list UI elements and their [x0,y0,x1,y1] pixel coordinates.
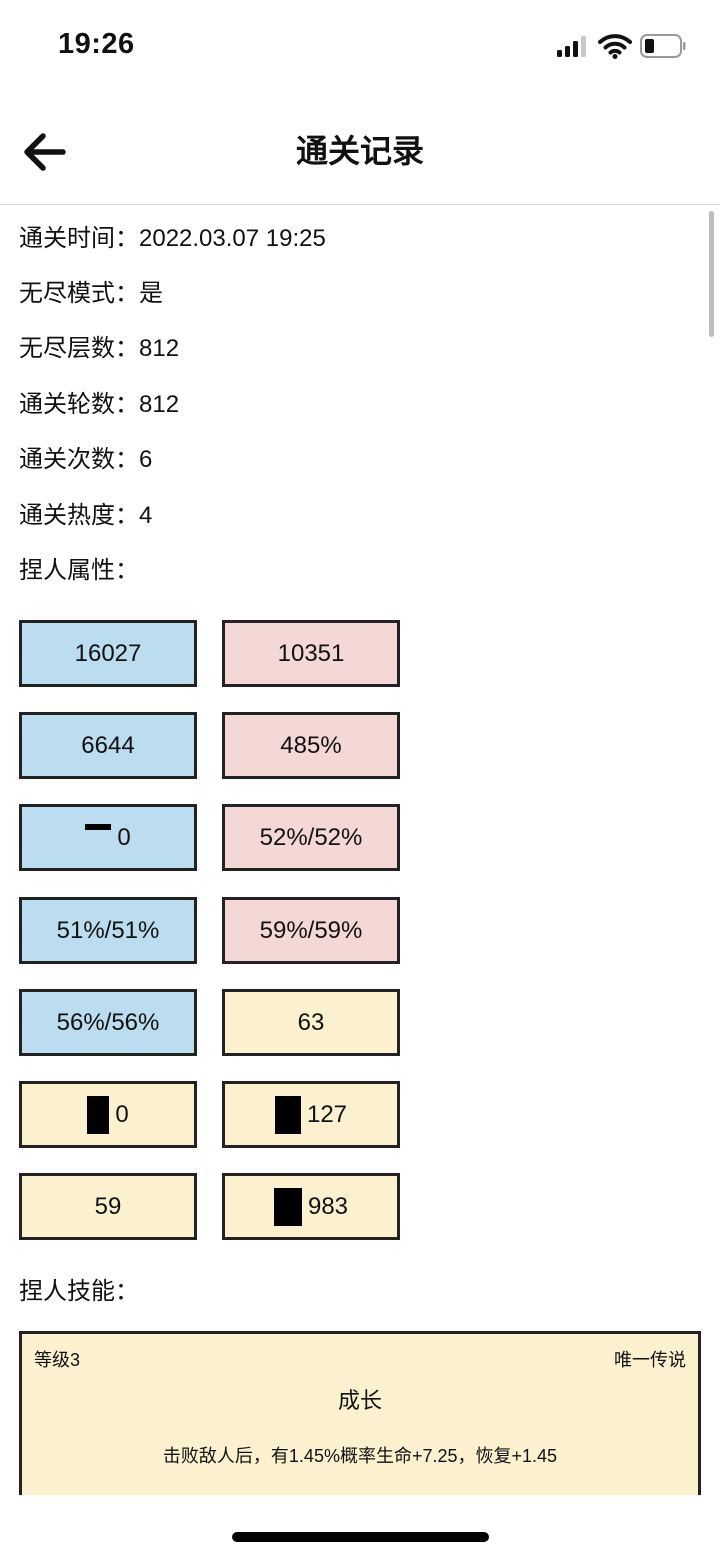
attributes-heading: 捏人属性： [19,557,139,584]
skills-heading: 捏人技能： [19,1278,139,1305]
attribute-value: 52%/52% [259,823,363,851]
info-value: 4 [139,502,153,529]
home-indicator[interactable] [232,1532,489,1542]
attribute-box: 0 [19,1081,197,1148]
attribute-box: 63 [222,989,400,1056]
attribute-box: 56%/56% [19,989,197,1056]
info-label: 通关热度： [19,502,139,529]
navigation-bar: 通关记录 [0,92,720,205]
attribute-icon [85,823,112,830]
info-row-endless-mode: 无尽模式：是 [19,277,163,311]
attribute-icon [274,1095,301,1134]
skill-level: 等级3 [34,1350,81,1370]
battery-icon [640,34,686,58]
skill-rarity: 唯一传说 [614,1350,686,1370]
attribute-value: 0 [115,1100,129,1128]
back-arrow-icon [24,133,66,171]
attribute-box: 127 [222,1081,400,1148]
attribute-value: 983 [307,1192,349,1220]
attribute-value: 0 [117,823,131,851]
info-label: 通关次数： [19,446,139,473]
attribute-value: 59%/59% [259,916,363,944]
attribute-value: 127 [306,1100,348,1128]
info-value: 6 [139,446,153,473]
attribute-value: 56%/56% [56,1008,160,1036]
info-row-endless-floors: 无尽层数：812 [19,332,179,366]
info-value: 812 [139,335,180,362]
skill-card: 等级3 唯一传说 成长 击败敌人后，有1.45%概率生命+7.25，恢复+1.4… [19,1331,701,1495]
attribute-box: 6644 [19,712,197,779]
attribute-value: 63 [297,1008,325,1036]
scrollbar[interactable] [709,211,714,337]
attribute-icon [87,1095,110,1134]
record-content[interactable]: 通关时间：2022.03.07 19:25 无尽模式：是 无尽层数：812 通关… [0,205,720,1495]
attribute-box: 10351 [222,620,400,687]
attribute-value: 485% [280,731,342,759]
info-label: 通关轮数： [19,391,139,418]
info-label: 无尽模式： [19,280,139,307]
attribute-value: 6644 [81,731,135,759]
attribute-box: 51%/51% [19,897,197,964]
info-label: 无尽层数： [19,335,139,362]
back-button[interactable] [14,122,74,182]
info-row-clear-count: 通关次数：6 [19,443,152,477]
cellular-signal-icon [557,35,587,57]
info-label: 通关时间： [19,225,139,252]
info-value: 是 [139,280,163,307]
attribute-box: 52%/52% [222,804,400,871]
page-title: 通关记录 [295,133,424,169]
info-row-clear-time: 通关时间：2022.03.07 19:25 [19,222,326,256]
attribute-icon [273,1187,302,1226]
info-row-heat: 通关热度：4 [19,499,152,533]
info-value: 812 [139,391,180,418]
info-row-clear-rounds: 通关轮数：812 [19,388,179,422]
skill-name: 成长 [337,1388,382,1413]
info-value: 2022.03.07 19:25 [139,225,326,252]
attribute-box: 59%/59% [222,897,400,964]
attribute-value: 59 [94,1192,122,1220]
attribute-value: 16027 [74,639,142,667]
attribute-box: 59 [19,1173,197,1240]
skill-description: 击败敌人后，有1.45%概率生命+7.25，恢复+1.45 [162,1446,558,1466]
attribute-box: 983 [222,1173,400,1240]
attribute-box: 16027 [19,620,197,687]
attribute-value: 51%/51% [56,916,160,944]
attribute-box: 485% [222,712,400,779]
status-bar: 19:26 [0,0,720,92]
status-time: 19:26 [58,28,135,60]
attribute-box: 0 [19,804,197,871]
attribute-value: 10351 [277,639,345,667]
wifi-icon [598,33,632,59]
